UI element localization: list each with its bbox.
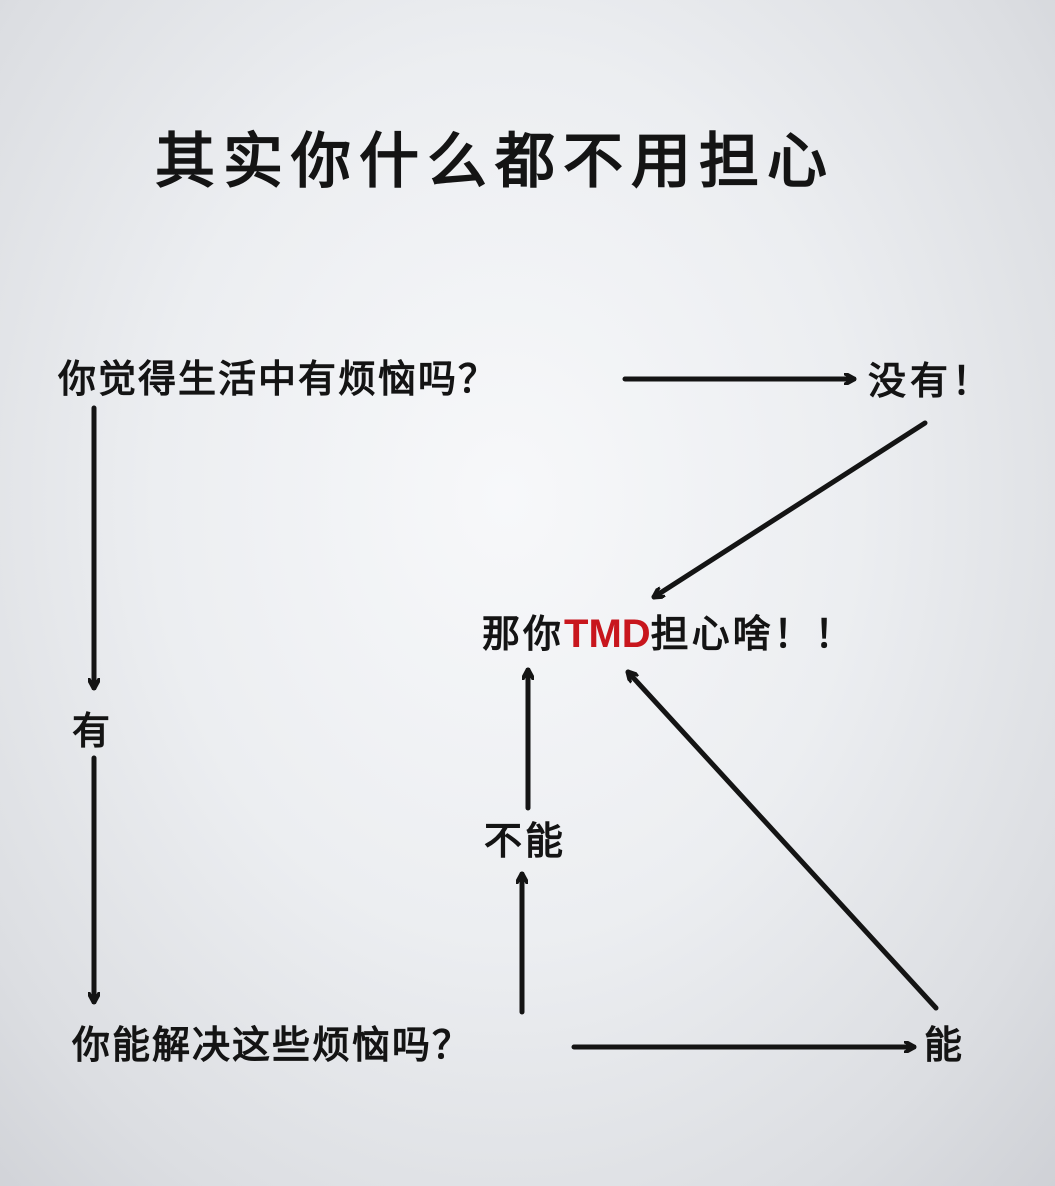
center-highlight: TMD [564,612,651,656]
arrow-no-to-center [654,420,928,597]
diagram-title: 其实你什么都不用担心 [155,127,835,197]
node-answer-cannot: 不能 [484,819,567,863]
node-question-solve: 你能解决这些烦恼吗？ [72,1023,473,1067]
node-answer-yes: 有 [72,709,111,753]
node-answer-can: 能 [924,1023,963,1067]
arrow-can-to-center [628,672,939,1011]
node-answer-no: 没有！ [868,359,995,403]
center-suffix: 担心啥！！ [650,612,856,656]
node-center-conclusion: 那你TMD担心啥！！ [482,614,856,654]
center-prefix: 那你 [482,612,565,656]
node-question-troubles: 你觉得生活中有烦恼吗？ [58,357,499,401]
